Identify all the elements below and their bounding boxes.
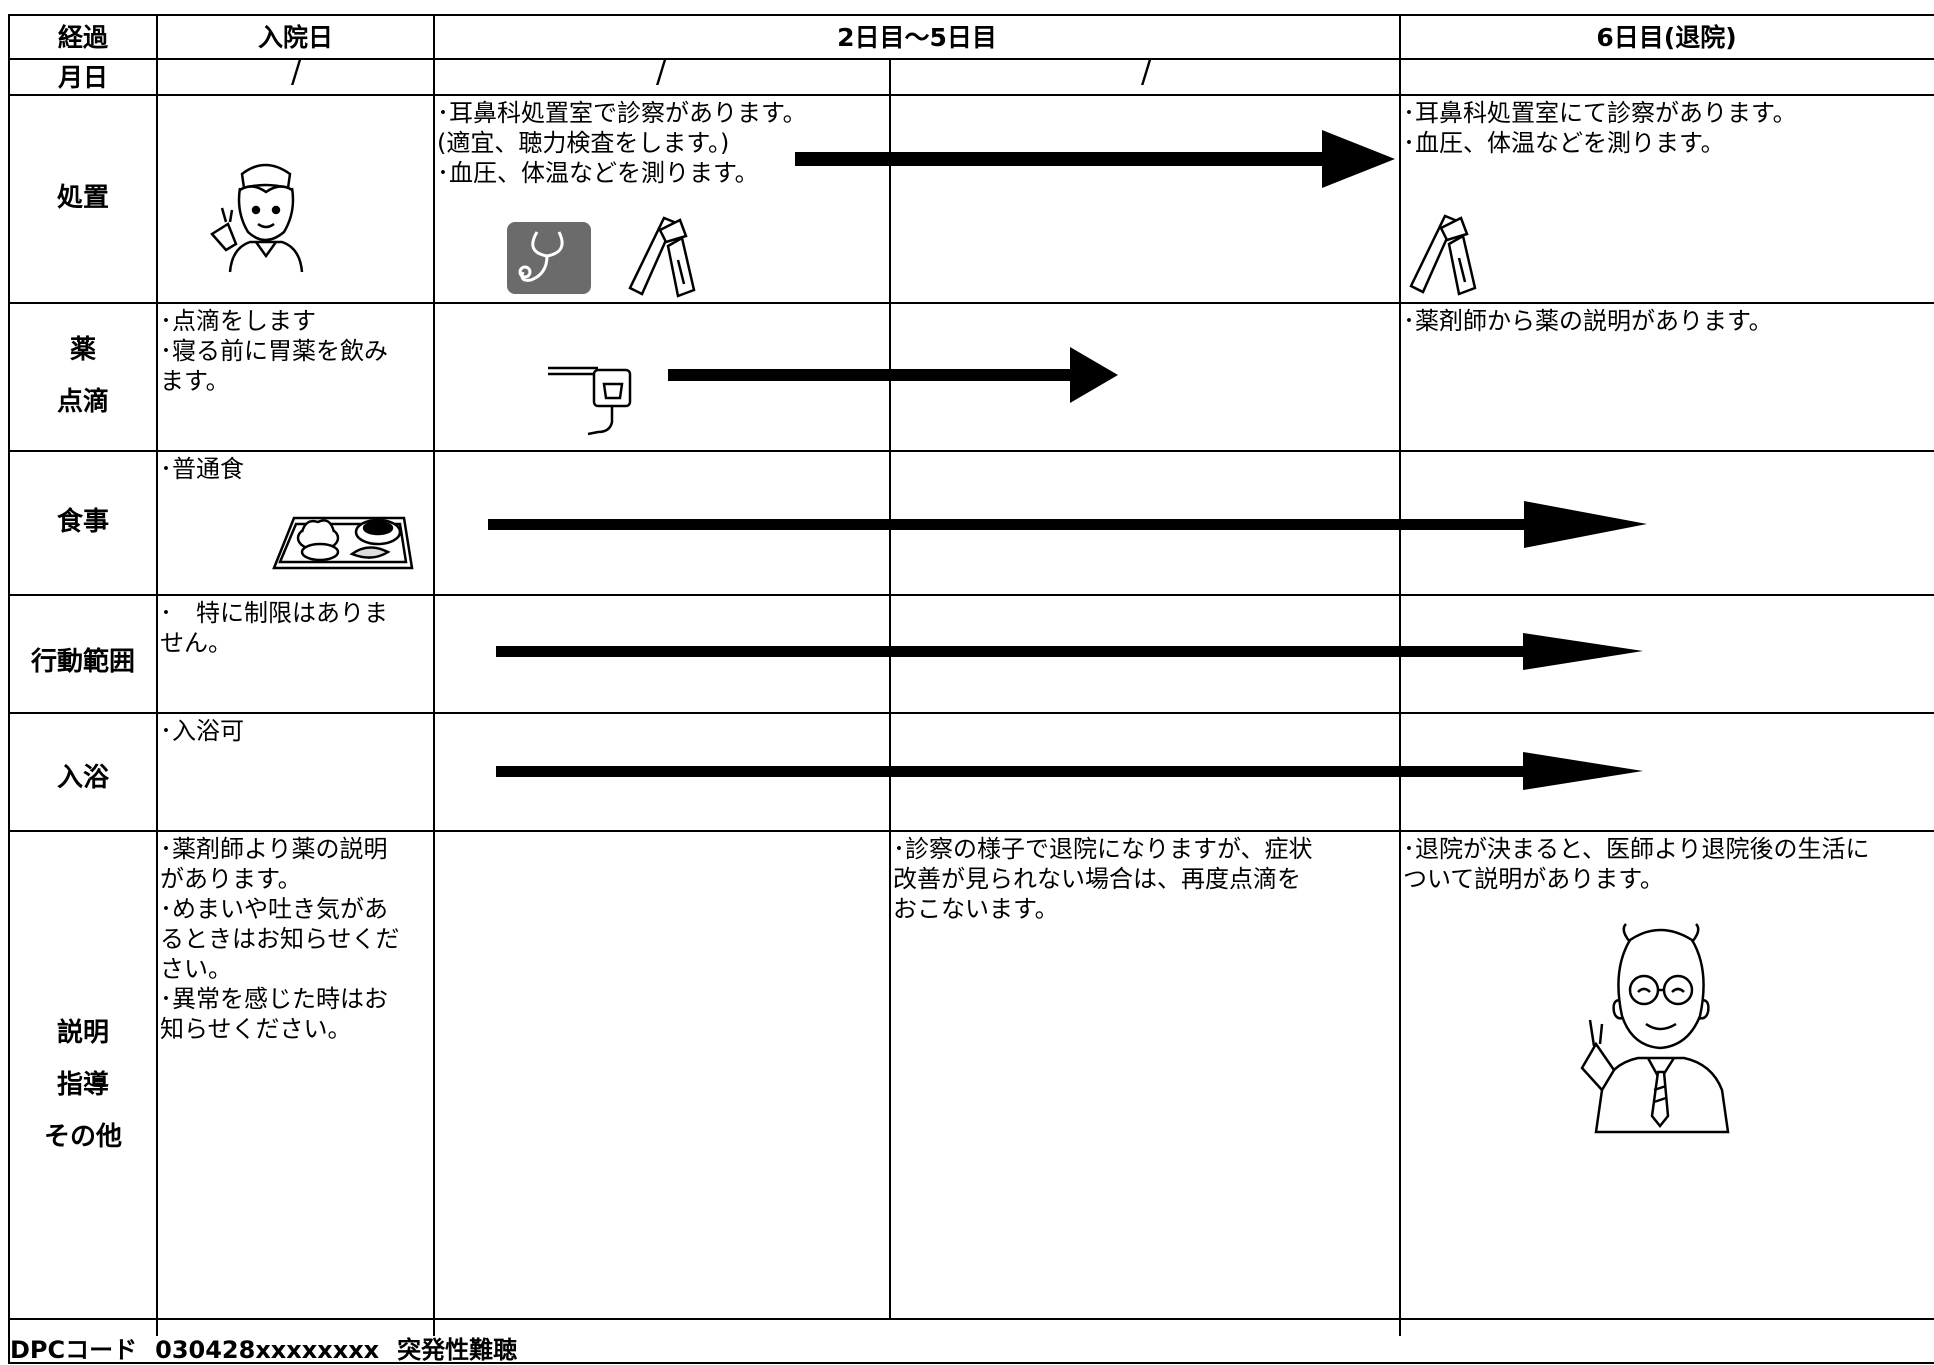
header-discharge: 6日目(退院)	[1596, 23, 1737, 52]
date-slash: /	[1140, 55, 1152, 90]
header-elapsed: 経過	[57, 23, 108, 52]
row-label-treatment: 処置	[8, 94, 158, 302]
row-label-text: 薬	[69, 335, 96, 365]
date-slash: /	[655, 55, 667, 90]
row-label-text: 説明	[56, 1018, 109, 1048]
grid-line	[8, 14, 10, 1364]
grid-line	[8, 58, 1934, 60]
meal-admission-text: ･普通食	[160, 455, 244, 483]
grid-line	[1399, 14, 1401, 1336]
row-label-medicine: 薬 点滴	[8, 302, 158, 450]
row-label-text: その他	[43, 1122, 122, 1152]
grid-line	[8, 14, 1934, 16]
row-label-text: 食事	[56, 507, 109, 537]
row-label-guidance: 説明 指導 その他	[8, 990, 158, 1180]
dpc-code-label: DPCコード	[10, 1336, 138, 1364]
dpc-footer: DPCコード 030428xxxxxxxx 突発性難聴	[10, 1330, 535, 1365]
medicine-admission-text: ･点滴をします ･寝る前に胃薬を飲み ます。	[160, 307, 388, 395]
treatment-discharge-text: ･耳鼻科処置室にて診察があります。 ･血圧、体温などを測ります。	[1403, 99, 1797, 157]
date-slash: /	[290, 55, 302, 90]
row-label-meal: 食事	[8, 450, 158, 594]
grid-line	[889, 58, 891, 1318]
grid-line	[8, 1318, 1934, 1320]
grid-line	[8, 1362, 1934, 1364]
grid-line	[8, 302, 1934, 304]
row-label-bath: 入浴	[8, 712, 158, 844]
grid-line	[8, 94, 1934, 96]
grid-line	[8, 594, 1934, 596]
doctor-icon	[1580, 923, 1730, 1134]
header-admission: 入院日	[257, 23, 333, 52]
nurse-icon	[210, 163, 304, 273]
row-label-text: 処置	[56, 183, 109, 213]
date-row-label: 月日	[57, 63, 108, 92]
bath-admission-text: ･入浴可	[160, 717, 244, 745]
row-label-text: 入浴	[56, 763, 109, 793]
dpc-code: 030428xxxxxxxx	[155, 1336, 380, 1364]
row-label-text: 指導	[56, 1070, 109, 1100]
row-label-text: 行動範囲	[30, 647, 135, 677]
header-day2-5: 2日目〜5日目	[837, 23, 997, 52]
grid-line	[8, 712, 1934, 714]
row-label-activity: 行動範囲	[8, 594, 158, 730]
thermometer-icon	[1409, 214, 1477, 296]
meal-tray-icon	[272, 516, 414, 570]
grid-line	[156, 14, 158, 1336]
grid-line	[433, 14, 435, 1336]
iv-drip-icon	[548, 366, 632, 436]
thermometer-icon	[628, 216, 696, 298]
stethoscope-icon	[507, 222, 591, 294]
activity-admission-text: ･ 特に制限はありま せん。	[160, 599, 388, 657]
medicine-discharge-text: ･薬剤師から薬の説明があります。	[1403, 307, 1773, 335]
dpc-disease-name: 突発性難聴	[397, 1336, 518, 1364]
treatment-day2-text: ･耳鼻科処置室で診察があります。 (適宜、聴力検査をします。) ･血圧、体温など…	[437, 99, 807, 187]
guidance-day4-text: ･診察の様子で退院になりますが、症状 改善が見られない場合は、再度点滴を おこな…	[893, 835, 1313, 923]
guidance-admission-text: ･薬剤師より薬の説明 があります。 ･めまいや吐き気があ るときはお知らせくだ …	[160, 835, 400, 1043]
grid-line	[8, 830, 1934, 832]
row-label-text: 点滴	[56, 387, 109, 417]
guidance-discharge-text: ･退院が決まると、医師より退院後の生活に ついて説明があります。	[1403, 835, 1870, 893]
grid-line	[8, 450, 1934, 452]
